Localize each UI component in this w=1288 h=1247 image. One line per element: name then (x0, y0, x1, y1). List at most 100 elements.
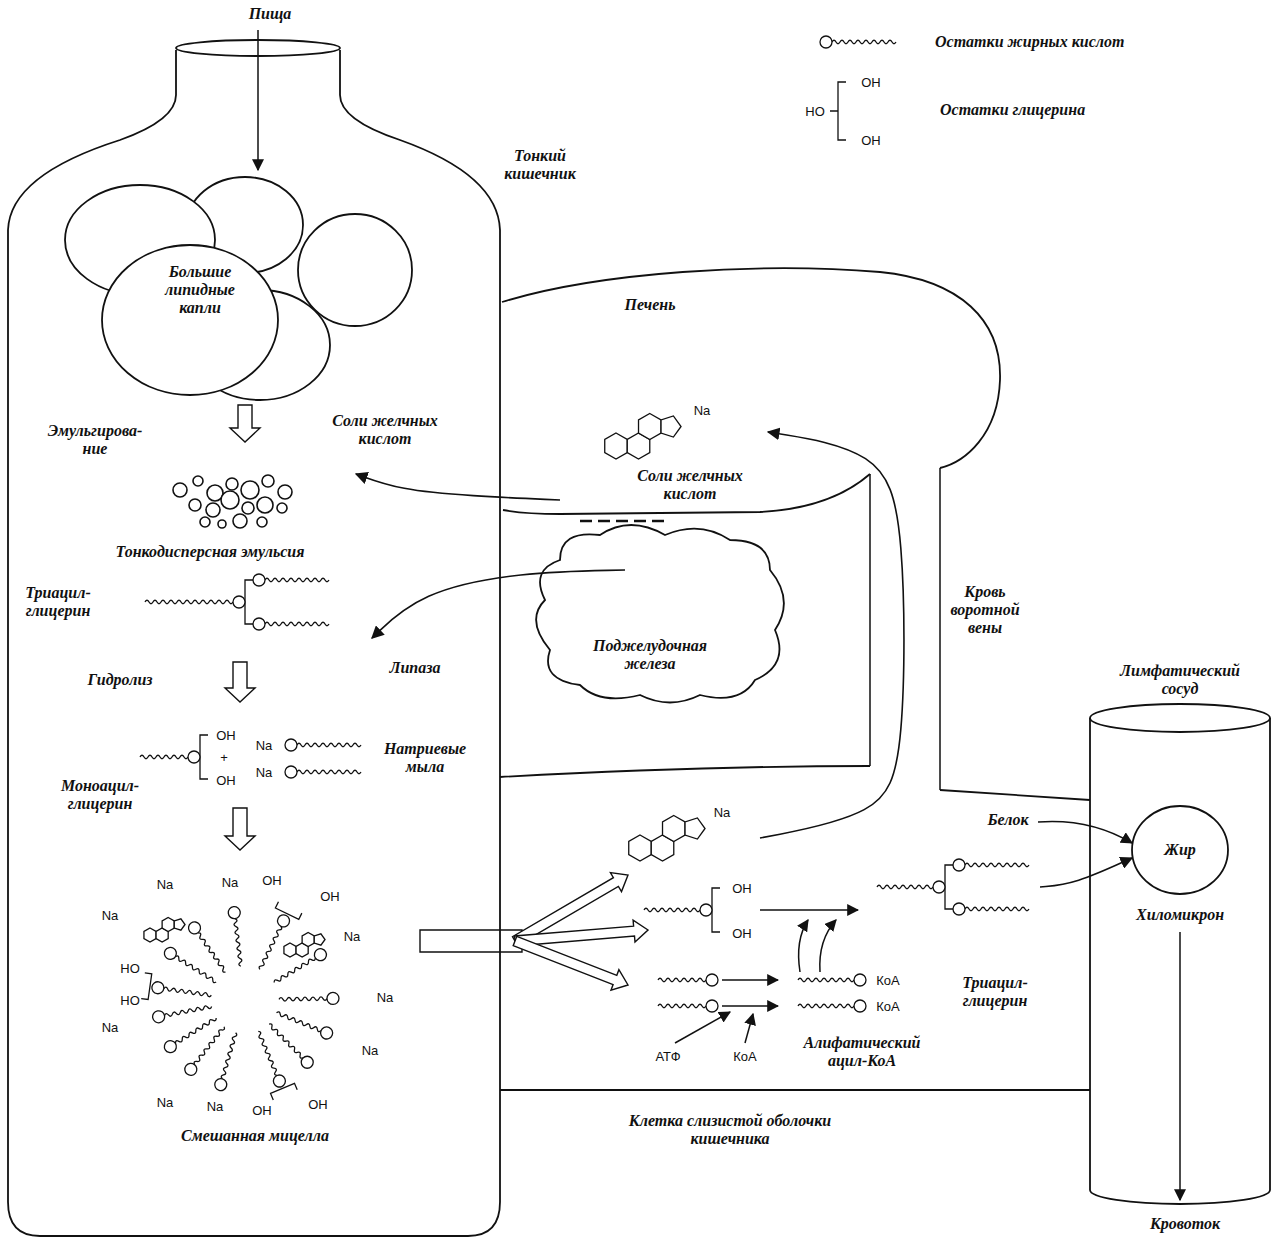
chem-label: КоА (876, 973, 899, 988)
fatty-acid (798, 1000, 866, 1012)
chem-label: HO (805, 104, 825, 119)
fatty-acid (228, 906, 247, 967)
fatty-acid (253, 618, 329, 630)
chem-label: OH (216, 773, 236, 788)
block-arrow (420, 930, 522, 952)
chylomicron-circle: Жир (1128, 804, 1232, 896)
node-outline (520, 512, 800, 712)
chem-label: Na (344, 929, 361, 944)
fatty-acid (644, 904, 712, 916)
acyl-transfer-arrow (799, 920, 808, 972)
chem-label: HO (120, 961, 140, 976)
emulsion-droplets (173, 475, 292, 528)
chem-label: Na (102, 908, 119, 923)
text-label: Эмульгирова- ние (48, 422, 143, 458)
fatty-acid (213, 1031, 241, 1092)
acyl-transfer-arrow (820, 920, 836, 972)
fatty-acid (271, 946, 329, 987)
text-label: Пища (249, 5, 292, 23)
coa-arrow (745, 1014, 753, 1043)
fatty-acid (265, 1020, 316, 1071)
bloodstream-arrow (1179, 932, 1181, 1200)
chem-label: OH (216, 728, 236, 743)
fatty-acid (658, 974, 718, 986)
food-arrow (257, 30, 259, 170)
glycerol-bracket (200, 735, 208, 779)
node-title: Большие липидные капли (165, 263, 235, 317)
intestine-tube: Большие липидные каплиТонкий кишечник (0, 40, 505, 1245)
node-title: Лимфатический сосуд (1120, 662, 1240, 698)
text-label: Гидролиз (87, 671, 152, 689)
edge-label: Липаза (386, 659, 443, 677)
chem-label: Na (222, 875, 239, 890)
block-arrow (225, 662, 255, 702)
lymph-vessel: Жир Лимфатический сосудХиломикрон (1085, 655, 1285, 1210)
text-label: Белок (987, 811, 1028, 829)
chem-label: Na (377, 990, 394, 1005)
chem-label: Na (102, 1020, 119, 1035)
node-title: Печень (624, 296, 675, 314)
text-label: Натриевые мыла (384, 740, 466, 776)
chem-label: Na (256, 765, 273, 780)
text-label: Триацил- глицерин (962, 974, 1028, 1010)
fatty-acid (151, 981, 212, 1001)
block-arrow (225, 808, 255, 850)
flow-arrow (356, 474, 560, 500)
chem-label: OH (252, 1103, 272, 1118)
text-label: Смешанная мицелла (181, 1127, 329, 1145)
fatty-acid (182, 1023, 228, 1078)
liver-outline: ПеченьСоли желчных кислот (500, 262, 1005, 518)
absorption-arrow (420, 873, 648, 991)
chem-label: OH (262, 873, 282, 888)
chem-label: Na (714, 805, 731, 820)
duct-dashes (580, 520, 670, 523)
fatty-acid (255, 913, 292, 972)
bile-salt-molecule (629, 816, 705, 862)
edge-label: Соли желчных кислот (307, 412, 463, 448)
chem-label: АТФ (655, 1049, 680, 1064)
legend-text: Остатки жирных кислот (935, 33, 1124, 51)
node-text: Хиломикрон (1136, 906, 1224, 924)
chem-label: Na (207, 1099, 224, 1114)
activation-arrow (722, 979, 778, 981)
chem-label: OH (861, 133, 881, 148)
fatty-acid (253, 1029, 287, 1089)
portal-vein-wall (870, 468, 940, 790)
block-arrow (513, 936, 628, 990)
block-arrow (515, 920, 648, 946)
text-label: Алифатический ацил-КоА (804, 1034, 921, 1070)
text-label: Моноацил- глицерин (61, 777, 139, 813)
fatty-acid (152, 1001, 213, 1024)
node-title: Жир (1164, 841, 1196, 859)
node-text: Соли желчных кислот (620, 467, 760, 503)
chem-label: КоА (733, 1049, 756, 1064)
text-label: Триацил- глицерин (25, 584, 91, 620)
node-outline (500, 262, 1005, 518)
text-label: Кровоток (1150, 1215, 1220, 1233)
text-label: Тонкодисперсная эмульсия (116, 543, 305, 561)
fatty-acid (877, 881, 945, 893)
glycerol-bracket (945, 865, 953, 909)
chem-label: Na (256, 738, 273, 753)
legend-text: Остатки глицерина (940, 101, 1085, 119)
fatty-acid (953, 859, 1029, 871)
chem-label: Na (157, 877, 174, 892)
bile-salt-molecule (605, 414, 681, 460)
flow-arrow (1040, 858, 1132, 887)
chem-label: КоА (876, 999, 899, 1014)
pancreas-cloud: Поджелудочная железа (520, 512, 800, 712)
glycerol-bracket (245, 580, 253, 624)
chem-label: OH (732, 926, 752, 941)
flow-arrow (372, 570, 625, 638)
chem-label: OH (320, 889, 340, 904)
chem-label: Na (362, 1043, 379, 1058)
node-outline (62, 172, 418, 408)
chem-label: HO (120, 993, 140, 1008)
esterification-arrow (760, 909, 858, 911)
fatty-acid (279, 992, 339, 1005)
fatty-acid (253, 574, 329, 586)
activation-arrow (722, 1005, 778, 1007)
node-title: Тонкий кишечник (504, 147, 576, 183)
